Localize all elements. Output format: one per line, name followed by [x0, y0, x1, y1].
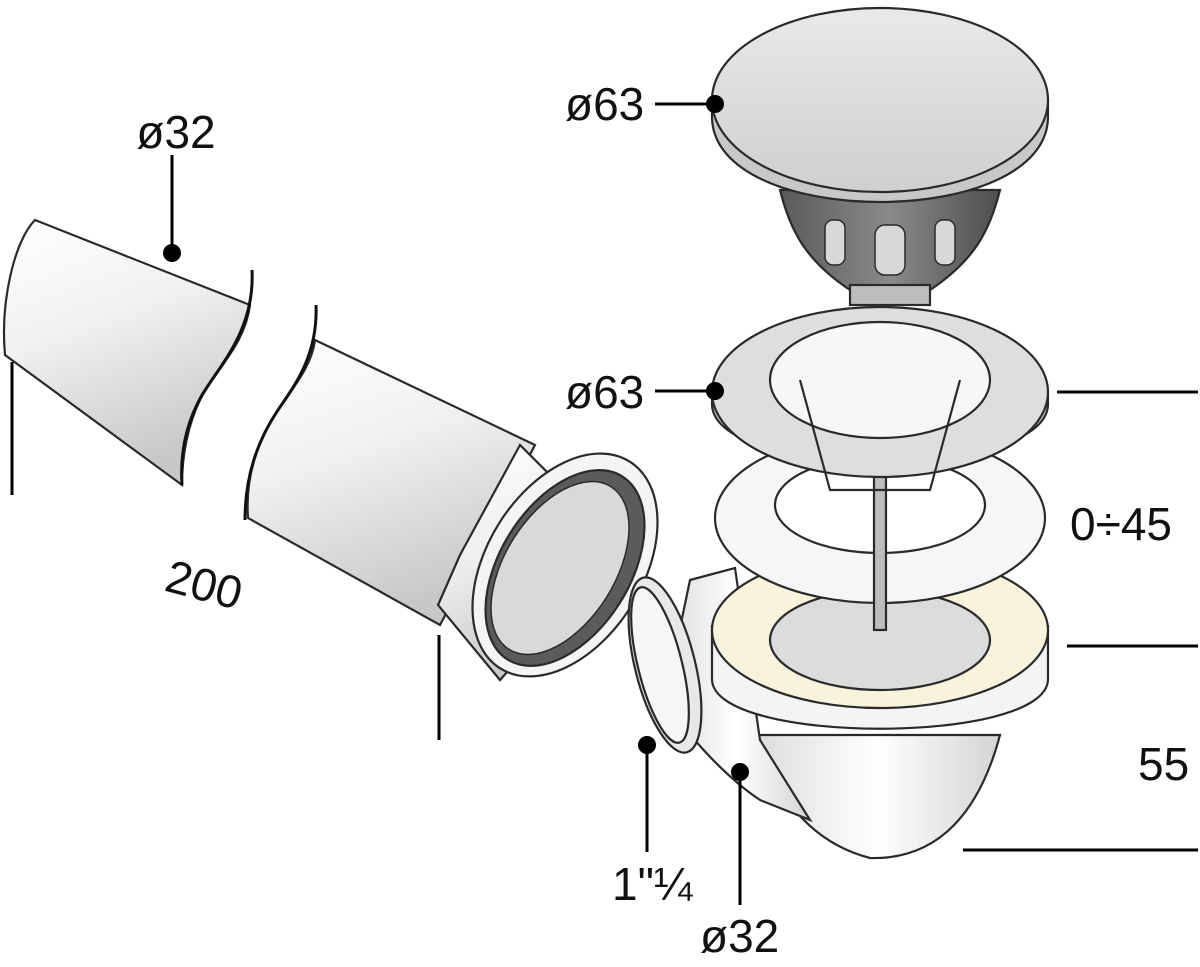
- strainer-basket: [778, 188, 1002, 307]
- pipe-break-line-right: [243, 304, 318, 521]
- label-cap-diameter: ø63: [565, 78, 644, 130]
- pipe-break-line-left: [180, 269, 254, 486]
- outlet-diameter-dot: [731, 763, 749, 781]
- pipe-diameter-dot: [163, 244, 181, 262]
- pipe-socket: [436, 443, 659, 682]
- cap-diameter-dot: [706, 95, 724, 113]
- label-outlet-diameter: ø32: [700, 910, 779, 962]
- flange-diameter-dot: [706, 382, 724, 400]
- pipe-assembly: [2, 218, 659, 682]
- label-pipe-length: 200: [160, 549, 248, 619]
- label-flange-diameter: ø63: [565, 366, 644, 418]
- pop-up-cap: [710, 6, 1050, 204]
- thread-size-dot: [638, 736, 656, 754]
- drain-assembly: [627, 6, 1050, 860]
- pipe-segment-left: [2, 218, 252, 488]
- flange-ring: [710, 305, 1050, 492]
- label-body-height: 55: [1138, 738, 1189, 790]
- label-thickness-range: 0÷45: [1070, 498, 1172, 550]
- label-pipe-diameter: ø32: [136, 106, 215, 158]
- label-thread-size: 1"¼: [612, 858, 693, 910]
